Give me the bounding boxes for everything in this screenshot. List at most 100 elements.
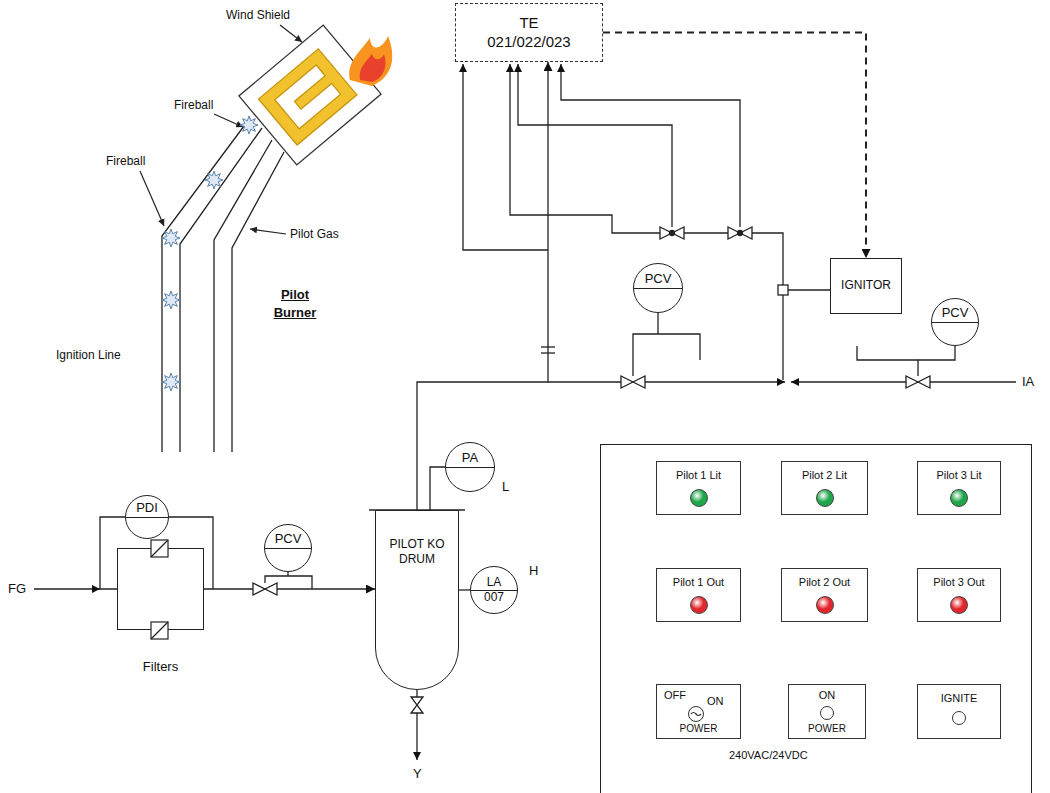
knock-out-drum: PILOT KO DRUM [375, 510, 459, 690]
pilot-burner-illustration [162, 25, 392, 452]
wind-shield [259, 49, 357, 145]
process-piping [782, 295, 783, 380]
process-piping [621, 376, 645, 388]
instrument-divider [932, 322, 978, 323]
push-button [952, 711, 966, 725]
tag-letter: H [529, 563, 538, 578]
process-piping [657, 313, 658, 334]
wind-shield [239, 25, 381, 165]
instrument-divider [126, 517, 168, 518]
node-text: Pilot 2 Lit [782, 469, 867, 481]
process-piping [34, 588, 100, 589]
node-text: Pilot 2 Out [782, 576, 867, 588]
process-piping [416, 713, 417, 760]
pipe-line [430, 467, 445, 510]
filter-assembly: Filters [117, 548, 204, 630]
power-switch [691, 713, 701, 716]
node-text: TE 021/022/023 [481, 13, 577, 51]
indicator-box: Pilot 2 Lit [781, 461, 868, 515]
process-piping [411, 697, 423, 713]
indicator-box: Pilot 1 Out [656, 568, 741, 622]
button-box: ONPOWER [788, 684, 866, 739]
instrument-bubble: PCV [264, 524, 312, 572]
process-piping [541, 346, 555, 347]
wind-shield [239, 25, 381, 165]
fireball-symbol [162, 291, 180, 309]
process-piping [518, 64, 672, 227]
process-piping [778, 285, 788, 295]
wind-shield [275, 65, 341, 129]
fireball-symbol [205, 171, 223, 189]
process-piping [857, 346, 918, 376]
leader-lines [140, 25, 302, 234]
filter-symbol [151, 622, 168, 639]
process-piping [660, 227, 684, 239]
node-text: Pilot 3 Lit [918, 469, 1000, 481]
drawing-label: Pilot Gas [290, 227, 339, 241]
instrument-bubble: PAL [445, 442, 495, 492]
filter-symbol [151, 540, 168, 557]
indicator-lamp [950, 489, 968, 507]
signal-line [603, 33, 866, 259]
process-piping [416, 690, 417, 697]
process-piping [561, 64, 740, 227]
process-piping [906, 376, 930, 388]
drawing-label: Y [413, 766, 422, 781]
node-text: ON [789, 689, 865, 701]
leader-lines [280, 25, 302, 42]
drawing-label: FG [8, 581, 26, 596]
pilot-burner-illustration [162, 118, 250, 452]
instrument-bubble: PDI [125, 495, 169, 539]
instrument-divider [265, 548, 311, 549]
instrument-box: TE 021/022/023 [455, 3, 603, 62]
node-text: ON [707, 695, 724, 707]
node-text: PCV [932, 305, 978, 320]
process-piping [728, 227, 752, 239]
process-piping [169, 517, 213, 589]
node-text: Pilot 1 Lit [657, 469, 740, 481]
node-text: Pilot 1 Out [657, 576, 740, 588]
indicator-box: Pilot 3 Out [917, 568, 1001, 622]
process-piping [510, 64, 660, 233]
drawing-label: Fireball [174, 98, 213, 112]
indicator-lamp [816, 596, 834, 614]
fireball-symbol [240, 116, 258, 134]
fireball-symbol [162, 229, 180, 247]
drawing-label: Fireball [106, 154, 145, 168]
pilot-burner-illustration [180, 128, 262, 452]
leader-lines [140, 171, 164, 226]
pipe-line [459, 589, 470, 590]
indicator-box: Pilot 2 Out [781, 568, 868, 622]
filter-symbols [142, 538, 182, 640]
node-text: OFF [664, 689, 686, 701]
node-text: PCV [634, 271, 682, 286]
indicator-lamp [950, 596, 968, 614]
instrument-bubble: PCV [931, 298, 979, 346]
tag-letter: Filters [98, 659, 223, 674]
process-piping [752, 233, 783, 285]
process-piping [633, 334, 700, 376]
process-piping [548, 381, 785, 382]
node-text: PCV [265, 531, 311, 546]
drawing-label: Pilot Burner [266, 286, 324, 322]
process-piping [788, 289, 830, 290]
pilot-burner-illustration [360, 54, 386, 82]
drawing-label: Ignition Line [56, 348, 121, 362]
indicator-box: Pilot 1 Lit [656, 461, 741, 515]
tag-letter: L [502, 479, 509, 494]
process-piping [541, 352, 555, 353]
indicator-lamp [690, 489, 708, 507]
filter-symbol [151, 622, 168, 639]
instrument-bubble: PCV [633, 263, 683, 313]
switch-box: OFFONPOWER [656, 684, 741, 739]
pipe-line [204, 588, 375, 589]
process-piping [253, 583, 277, 595]
node-text: PA [446, 450, 494, 465]
process-piping [684, 232, 728, 233]
pilot-burner-illustration [349, 36, 392, 86]
instrument-divider [446, 467, 494, 468]
indicator-lamp [690, 596, 708, 614]
process-piping [463, 64, 548, 250]
